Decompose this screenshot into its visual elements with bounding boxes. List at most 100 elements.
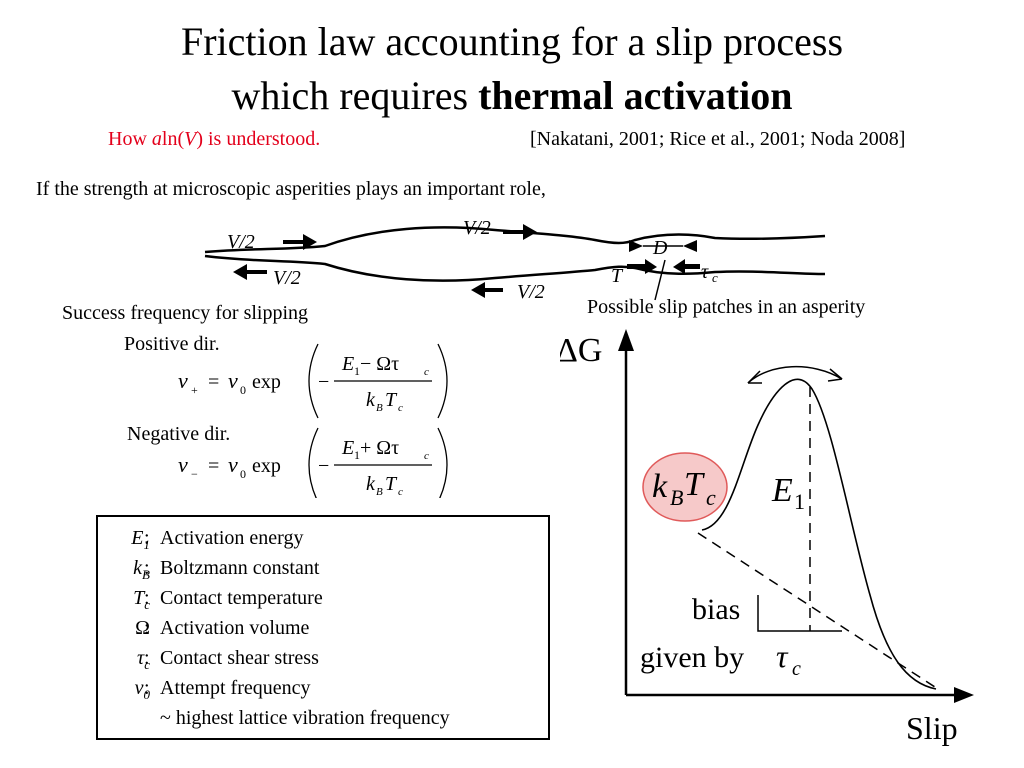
y-axis-arrowhead (618, 329, 634, 351)
asperity-diagram: V/2 V/2 V/2 V/2 D T τ c (204, 217, 826, 303)
legend-colon: : (144, 527, 150, 549)
numerator-E: E (341, 353, 354, 375)
denominator-T: T (385, 389, 398, 411)
given-by-label: given by (640, 641, 744, 674)
nu-plus-subscript: + (191, 383, 198, 397)
upper-surface-line (204, 226, 826, 254)
negative-sign: − (318, 371, 329, 393)
peak-arrow-left-head (747, 370, 762, 384)
legend-symbol: τc (137, 647, 150, 672)
legend-description: Attempt frequency (160, 677, 311, 699)
tau-sub-label: c (712, 270, 718, 285)
equals-sign: = (208, 371, 219, 393)
T-arrow (627, 259, 657, 274)
y-axis-label: ΔG (560, 332, 602, 369)
numerator-tau-sub: c (424, 450, 429, 462)
nu-minus-subscript: − (191, 467, 198, 481)
denominator-k: k (366, 389, 376, 411)
given-by-tau-sub: c (792, 658, 801, 680)
kBTc-highlight (642, 452, 728, 522)
how-a: a (151, 128, 162, 150)
nu-plus-symbol: ν (178, 368, 188, 393)
positive-dir-label: Positive dir. (124, 333, 220, 355)
D-left-arrow (629, 240, 643, 252)
exp-text: exp (252, 371, 281, 393)
denominator-B: B (376, 402, 383, 414)
numerator-E-sub: 1 (354, 364, 360, 378)
title-bold-text: thermal activation (478, 73, 793, 118)
D-label: D (652, 237, 668, 259)
peak-arrow-right-head (827, 368, 843, 382)
title-plain-text: which requires (231, 73, 479, 118)
bias-dashed-line (697, 532, 939, 690)
bottom-left-V2-label: V/2 (273, 267, 301, 289)
success-frequency-heading: Success frequency for slipping (62, 302, 309, 324)
peak-double-arrow (747, 365, 843, 384)
legend-colon: : (144, 557, 150, 579)
top-left-arrow (283, 234, 317, 250)
E1-E: E (771, 472, 793, 509)
how-suffix: ) is understood. (196, 128, 321, 150)
right-paren (437, 427, 448, 498)
x-axis-arrowhead (954, 687, 974, 703)
frequency-equations: ν + = ν 0 exp − E 1 − Ωτ c k B T c ν − =… (178, 343, 448, 498)
tau-label: τ (701, 261, 709, 283)
numerator-E: E (341, 437, 354, 459)
nu0-subscript: 0 (240, 467, 246, 481)
top-left-V2-label: V/2 (227, 231, 255, 253)
legend-symbol: ν0 (134, 677, 150, 702)
left-paren (308, 343, 319, 419)
legend-symbol: Ω (135, 617, 150, 639)
numerator-tau-sub: c (424, 366, 429, 378)
left-paren (308, 427, 319, 498)
nu0-subscript: 0 (240, 383, 246, 397)
page-title-line1: Friction law accounting for a slip proce… (180, 19, 844, 64)
legend-description: Contact shear stress (160, 647, 319, 669)
numerator-E-sub: 1 (354, 448, 360, 462)
T-label: T (611, 265, 624, 287)
denominator-c: c (398, 486, 403, 498)
how-ln: ln( (161, 128, 185, 150)
nu-minus-symbol: ν (178, 452, 188, 477)
equals-sign: = (208, 455, 219, 477)
how-V: V (184, 128, 197, 150)
nu0-symbol: ν (228, 452, 238, 477)
numerator-rest: − Ωτ (360, 353, 399, 375)
patch-pointer-line (654, 259, 666, 301)
E1-1: 1 (794, 489, 805, 514)
references-text: [Nakatani, 2001; Rice et al., 2001; Noda… (530, 128, 906, 150)
bottom-mid-arrow (471, 282, 503, 298)
bias-label: bias (692, 593, 740, 626)
denominator-k: k (366, 473, 376, 495)
top-mid-V2-label: V/2 (463, 217, 491, 239)
legend-description: Contact temperature (160, 587, 323, 609)
denominator-T: T (385, 473, 398, 495)
legend-description: ~ highest lattice vibration frequency (160, 707, 450, 729)
bottom-left-arrow (233, 264, 267, 280)
page-title-line2: which requires thermal activation (0, 72, 1024, 120)
negative-dir-label: Negative dir. (127, 423, 231, 445)
tau-arrow (673, 259, 700, 274)
negative-sign: − (318, 455, 329, 477)
lower-surface-line (204, 254, 826, 282)
legend-description: Boltzmann constant (160, 557, 320, 579)
legend-colon: : (144, 617, 150, 639)
kBTc-T: T (684, 466, 705, 503)
positive-equation: ν + = ν 0 exp − E 1 − Ωτ c k B T c (178, 343, 448, 419)
denominator-B: B (376, 486, 383, 498)
how-understood-text: How aln(V) is understood. (108, 128, 320, 151)
legend-colon: : (144, 677, 150, 699)
top-mid-arrow (503, 224, 537, 240)
energy-barrier-curve (701, 378, 937, 690)
legend-symbol: Tc (133, 587, 150, 612)
right-paren (437, 343, 448, 419)
patch-caption: Possible slip patches in an asperity (587, 296, 866, 318)
nu0-symbol: ν (228, 368, 238, 393)
legend-colon: : (144, 587, 150, 609)
legend-colon: : (144, 647, 150, 669)
D-right-arrow (683, 240, 697, 252)
kBTc-B: B (670, 485, 683, 510)
legend-symbol: kB (133, 557, 150, 582)
numerator-rest: + Ωτ (360, 437, 399, 459)
intro-text: If the strength at microscopic asperitie… (36, 178, 546, 200)
